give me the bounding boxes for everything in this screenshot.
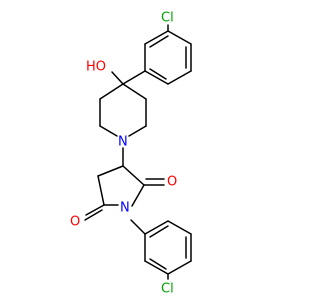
bond	[144, 30, 169, 45]
bond	[128, 125, 147, 137]
bond	[97, 165, 124, 177]
bond	[122, 165, 145, 186]
bond	[122, 83, 147, 100]
bond	[144, 70, 169, 85]
atom-label-chlorine-bottom: Cl	[161, 282, 174, 297]
bond	[149, 68, 167, 80]
bond	[99, 125, 118, 137]
bond	[149, 225, 169, 238]
atom-label-hydroxyl: HO	[86, 60, 106, 75]
bond	[167, 220, 192, 235]
bond	[167, 70, 192, 85]
bond	[99, 83, 124, 100]
piperidine-ring	[99, 70, 147, 137]
bond	[167, 30, 192, 45]
atom-label-carbonyl-oxygen-right: O	[167, 175, 177, 190]
upper-chlorophenyl-ring	[144, 24, 192, 85]
bond	[122, 70, 146, 85]
atom-label-imide-nitrogen: N	[120, 201, 130, 216]
bond	[111, 71, 124, 85]
atom-label-chlorine-top: Cl	[161, 11, 174, 26]
bond	[97, 175, 105, 206]
succinimide-ring	[84, 147, 165, 221]
bond	[144, 220, 169, 235]
bond	[84, 209, 103, 221]
chemical-structure-diagram: Cl HO N O O N Cl	[70, 10, 192, 297]
atom-label-carbonyl-oxygen-left: O	[70, 215, 80, 230]
lower-chlorophenyl-ring	[130, 219, 192, 280]
bond	[149, 35, 169, 48]
atom-label-piperidine-nitrogen: N	[118, 135, 128, 150]
bond	[85, 204, 105, 216]
bond	[149, 258, 167, 270]
bond	[130, 219, 146, 235]
bond	[131, 184, 145, 207]
bond	[167, 260, 192, 275]
bond	[144, 260, 169, 275]
